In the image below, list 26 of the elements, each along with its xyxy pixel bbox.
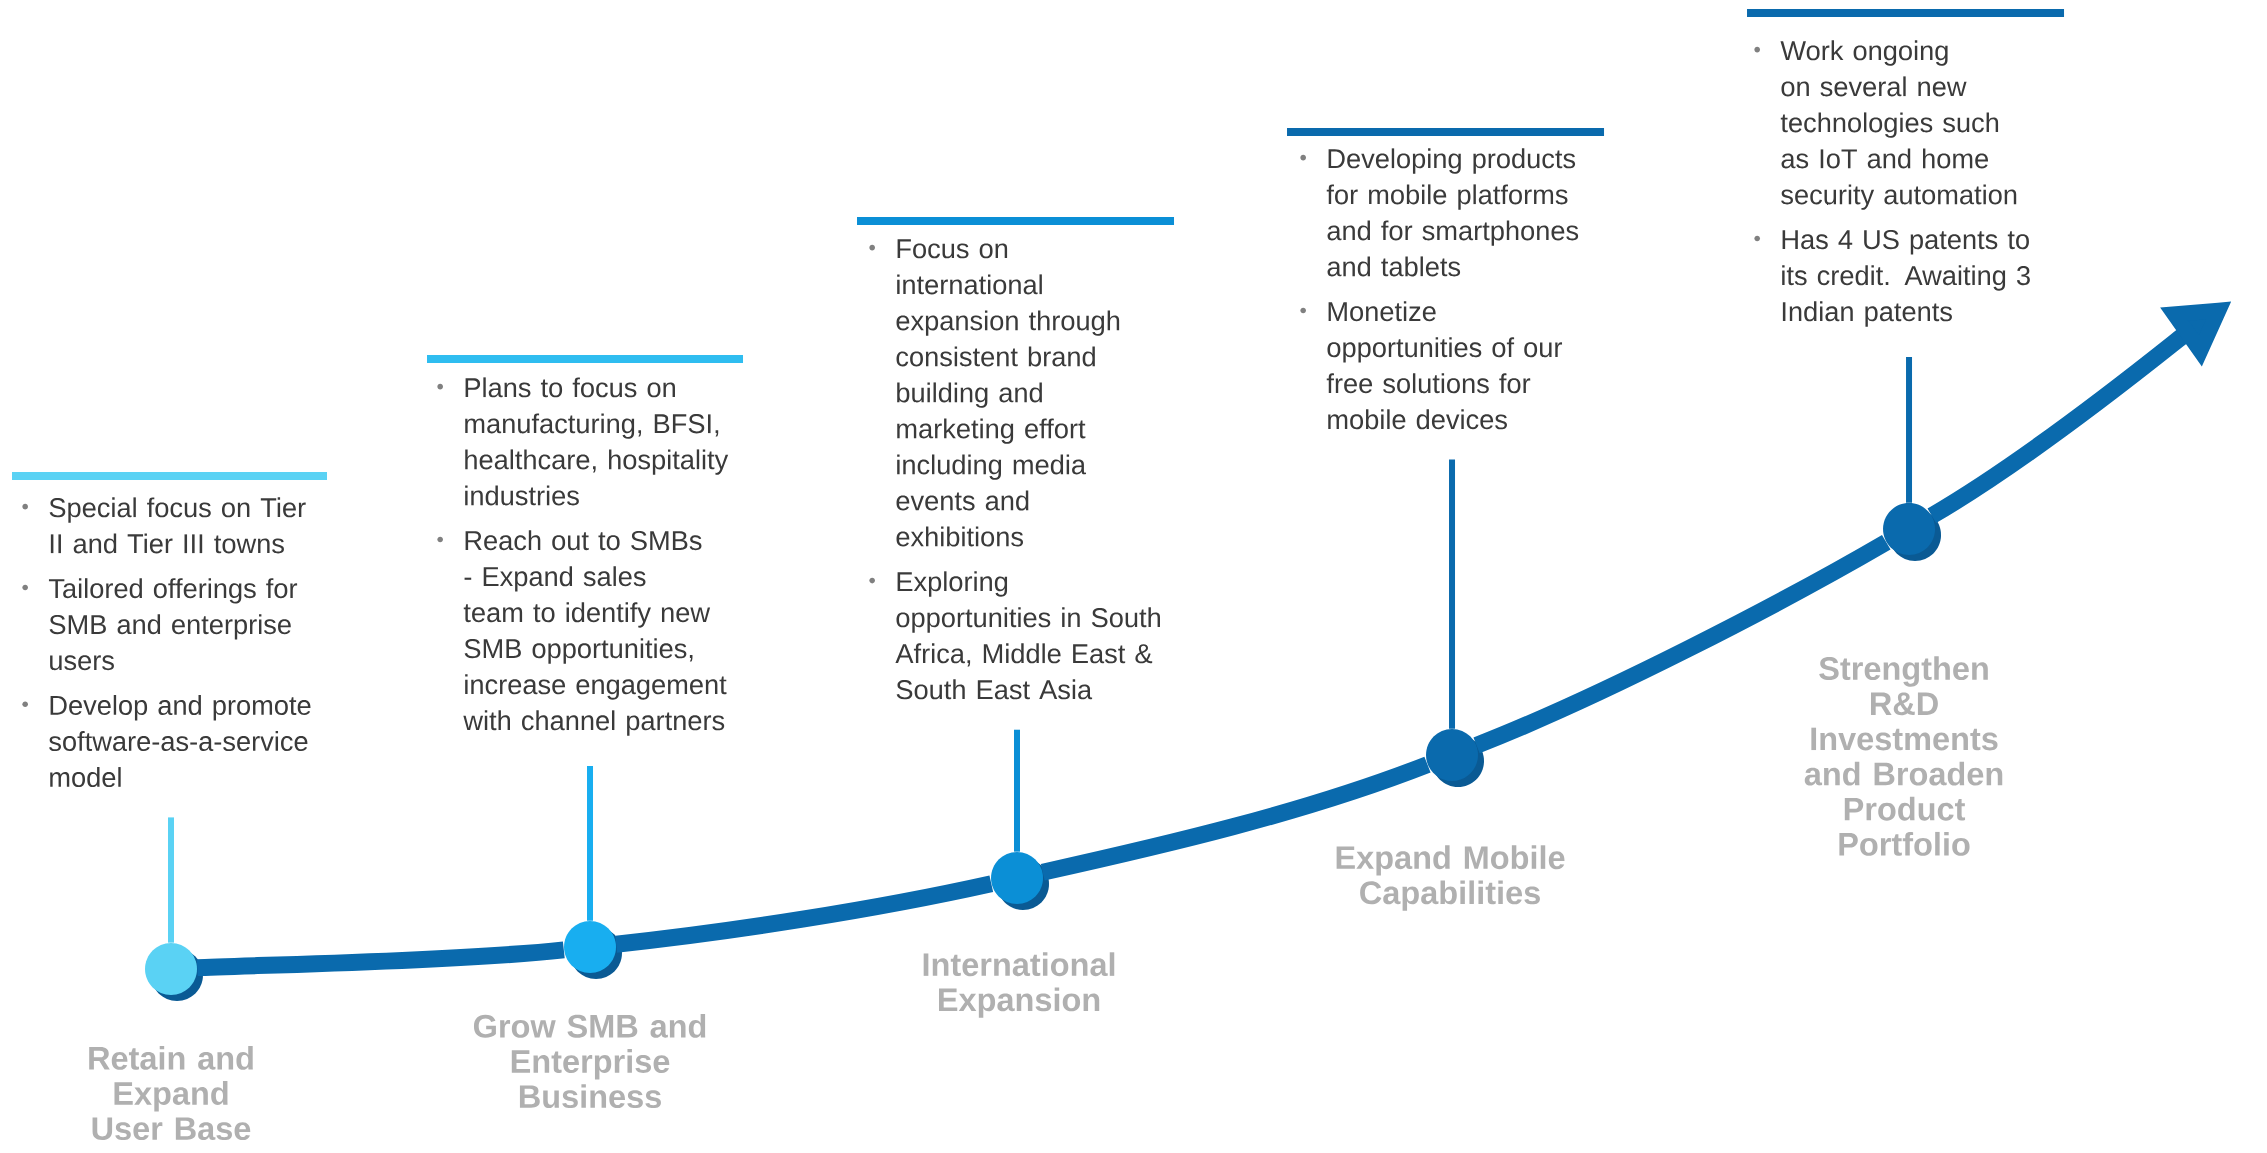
milestone-dot bbox=[1883, 503, 1941, 561]
bullet-text: Exploring opportunities in South Africa, Middle East & South East Asia bbox=[869, 571, 1160, 700]
connector-line bbox=[1449, 459, 1455, 729]
bullet-text: Has 4 US patents to its credit. Awaiting 3 Indian patents bbox=[1754, 229, 2030, 327]
milestone-dot bbox=[145, 943, 203, 1001]
bullet-text: Tailored offerings for SMB and enterprise users bbox=[22, 578, 298, 671]
bullet-text: Develop and promote software-as-a-service model bbox=[22, 695, 311, 788]
milestone-dot bbox=[1426, 729, 1484, 787]
milestone-title: International Expansion bbox=[923, 952, 1115, 1018]
bullet-text: Reach out to SMBs - Expand sales team to identify new SMB opportunities, increase engagement with channel partners bbox=[437, 530, 727, 736]
milestone-title: Strengthen R&D Investments and Broaden Product Portfolio bbox=[1804, 656, 2003, 856]
milestone-dot bbox=[564, 921, 622, 979]
connector-line bbox=[168, 817, 174, 943]
bullet-text: Developing products for mobile platforms and for smartphones and tablets bbox=[1300, 148, 1579, 277]
connector-line bbox=[1014, 729, 1020, 852]
bullet-text: Monetize opportunities of our free solutions for mobile devices bbox=[1300, 301, 1563, 430]
connector-line bbox=[1906, 357, 1913, 503]
milestone-title: Retain and Expand User Base bbox=[89, 1045, 253, 1141]
milestone-title: Expand Mobile Capabilities bbox=[1336, 845, 1565, 911]
bullet-text: Focus on international expansion through consistent brand building and marketing effort including media events and exhibitions bbox=[869, 239, 1120, 547]
milestone-title: Grow SMB and Enterprise Business bbox=[473, 1013, 706, 1109]
bullet-text: Special focus on Tier II and Tier III towns bbox=[22, 497, 306, 554]
bullet-text: Work ongoing on several new technologies such as IoT and home security automation bbox=[1754, 40, 2017, 210]
connector-line bbox=[587, 766, 593, 921]
bullet-text: Plans to focus on manufacturing, BFSI, healthcare, hospitality industries bbox=[437, 377, 729, 506]
milestone-dot bbox=[991, 852, 1049, 910]
